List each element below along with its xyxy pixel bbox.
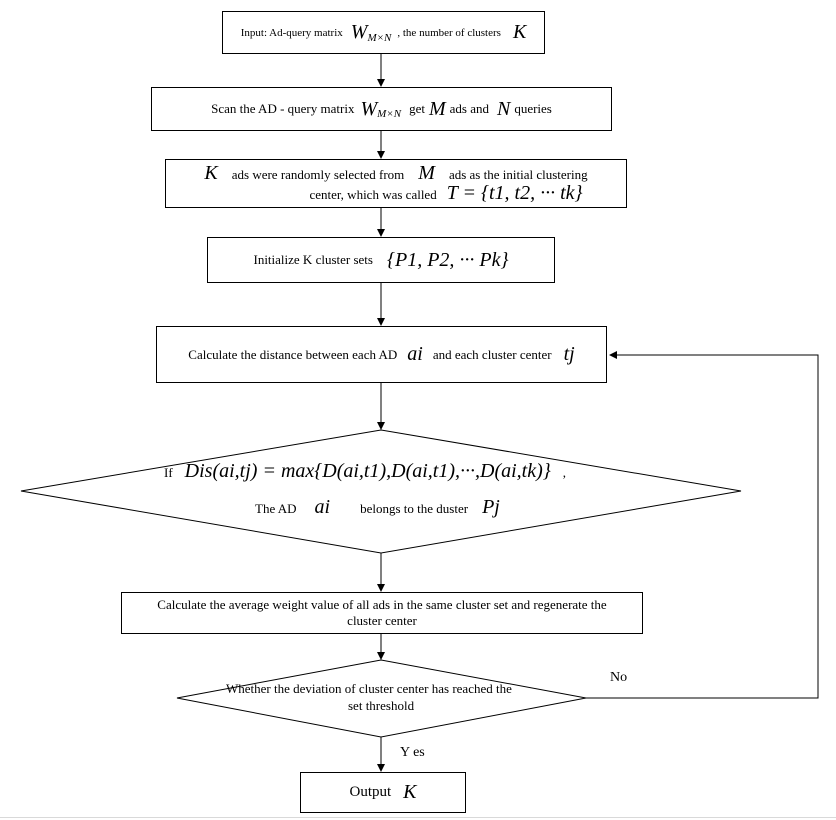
no-label: No: [610, 670, 628, 685]
decision-if: If: [164, 465, 173, 480]
decision-formula: Dis(ai,tj) = max{D(ai,t1),D(ai,t1),···,D…: [184, 460, 551, 482]
select-line1-mid: ads were randomly selected from: [231, 167, 405, 182]
decision-line2-a: The AD: [255, 501, 297, 516]
yes-label: Y es: [400, 745, 425, 760]
input-prefix: Input: Ad-query matrix: [240, 26, 343, 39]
scan-matrix-symbol: W: [360, 97, 378, 120]
scan-prefix: Scan the AD - query matrix: [211, 101, 355, 116]
output-k-symbol: K: [403, 781, 417, 803]
distance-t-symbol: tj: [563, 343, 575, 365]
distance-text-b: and each cluster center: [432, 346, 552, 362]
init-set-expr: {P1, P2, ··· Pk}: [386, 248, 509, 271]
scan-ads: ads and: [449, 101, 489, 116]
decision-threshold-diamond: [176, 659, 587, 738]
scan-queries: queries: [514, 101, 552, 116]
loop-no-connector: [586, 351, 819, 699]
output-box: Output K: [300, 772, 466, 813]
select-set-expr: T = {t1, t2, ··· tk}: [446, 182, 583, 204]
distance-text-a: Calculate the distance between each AD: [188, 346, 398, 362]
input-matrix-symbol: W: [350, 21, 368, 43]
decision-p-symbol: Pj: [482, 496, 500, 518]
scan-m-symbol: M: [428, 97, 446, 120]
regenerate-box: Calculate the average weight value of al…: [121, 592, 643, 634]
scan-matrix-subscript: M×N: [377, 108, 402, 120]
scan-n-symbol: N: [496, 97, 511, 120]
bottom-divider: [0, 817, 836, 818]
input-suffix: , the number of clusters: [397, 26, 501, 39]
init-box: Initialize K cluster sets {P1, P2, ··· P…: [207, 237, 555, 283]
decision-assign-line2: The AD ai belongs to the duster Pj: [255, 496, 500, 519]
decision-a-symbol: ai: [314, 496, 331, 518]
init-text: Initialize K cluster sets: [253, 252, 373, 267]
scan-get: get: [409, 101, 425, 116]
select-box: K ads were randomly selected from M ads …: [165, 159, 627, 208]
regenerate-line2: cluster center: [347, 613, 417, 628]
input-k-symbol: K: [512, 21, 527, 43]
distance-a-symbol: ai: [407, 343, 423, 365]
threshold-line1: Whether the deviation of cluster center …: [226, 681, 512, 696]
select-line1-end: ads as the initial clustering: [448, 167, 588, 182]
threshold-line2: set threshold: [348, 698, 415, 713]
select-m-symbol: M: [418, 162, 435, 184]
select-k-symbol: K: [204, 162, 218, 184]
input-box: Input: Ad-query matrix W M×N , the numbe…: [222, 11, 545, 54]
decision-comma: ,: [562, 465, 567, 480]
regenerate-line1: Calculate the average weight value of al…: [157, 597, 607, 612]
output-text: Output: [349, 784, 392, 800]
decision-assign-diamond: [20, 429, 742, 554]
scan-box: Scan the AD - query matrix W M×N get M a…: [151, 87, 612, 131]
decision-line2-b: belongs to the duster: [360, 501, 469, 516]
input-matrix-subscript: M×N: [367, 31, 392, 44]
decision-assign-line1: If Dis(ai,tj) = max{D(ai,t1),D(ai,t1),··…: [164, 460, 566, 483]
distance-box: Calculate the distance between each AD a…: [156, 326, 607, 383]
select-line2: center, which was called: [309, 187, 437, 202]
